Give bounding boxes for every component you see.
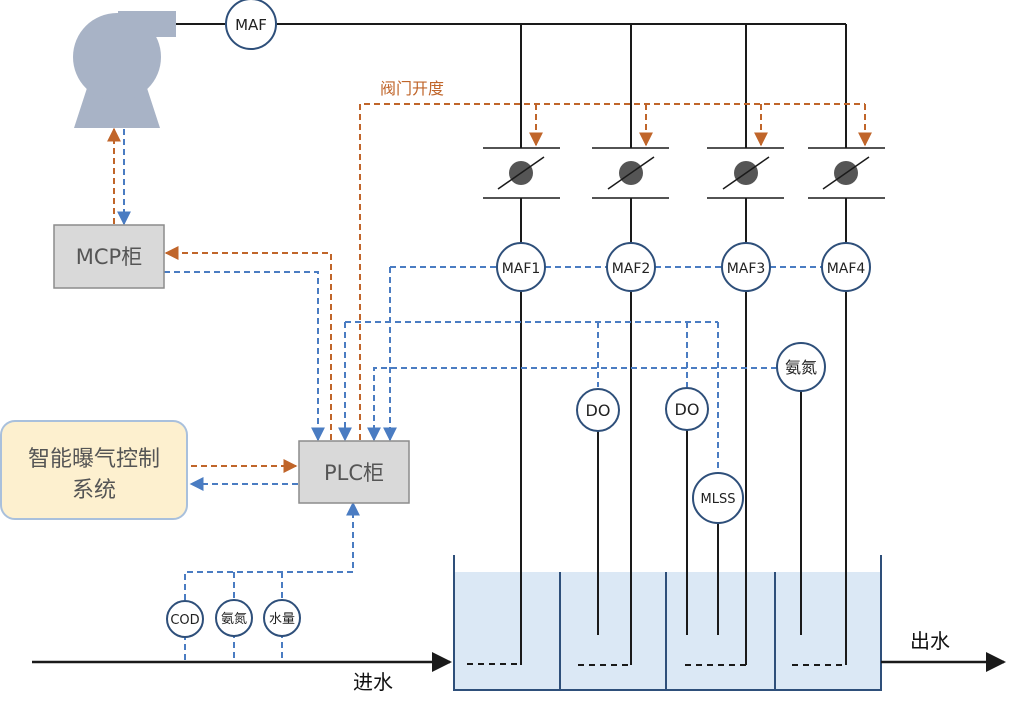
maf-meter-3: MAF3: [721, 242, 771, 292]
air-piping: [176, 23, 847, 665]
maf-meter-2: MAF2: [606, 242, 656, 292]
tank-water: [454, 572, 881, 690]
butterfly-valve-icon: [707, 147, 784, 199]
butterfly-valve-icon: [483, 147, 560, 199]
cod-label: COD: [170, 613, 199, 628]
mlss-sensor: MLSS: [692, 472, 744, 524]
main-maf-label: MAF: [235, 16, 267, 34]
inlet-flow-label: 水量: [269, 612, 295, 627]
orange-signal-lines: [107, 103, 872, 473]
do-sensor-1: DO: [576, 388, 620, 432]
maf-4-label: MAF4: [827, 261, 866, 277]
inlet-flow-sensor: 水量: [263, 599, 301, 637]
inflow-label: 进水: [353, 670, 393, 694]
intelligent-aeration-control-system: 智能曝气控制 系统: [0, 420, 188, 520]
ammonia-to-plc-signal: [367, 367, 777, 442]
do-sensor-2: DO: [665, 387, 709, 431]
valve-opening-bus: [359, 103, 865, 440]
outflow-label: 出水: [910, 629, 950, 653]
mcp-label: MCP柜: [76, 245, 142, 269]
maf-meter-1: MAF1: [496, 242, 546, 292]
butterfly-valve-icon: [592, 147, 669, 199]
water-flow: 进水 出水: [32, 629, 1006, 694]
maf-meter-4: MAF4: [821, 242, 871, 292]
maf-1-label: MAF1: [502, 261, 541, 277]
maf-3-label: MAF3: [727, 261, 766, 277]
plc-to-mcp-signal: [164, 246, 332, 440]
ammonia-label: 氨氮: [785, 358, 817, 377]
control-system-label-line2: 系统: [72, 478, 116, 503]
sensor-probes: [597, 390, 802, 635]
inlet-cod-sensor: COD: [166, 600, 204, 638]
mcp-cabinet: MCP柜: [53, 224, 165, 289]
aeration-tank: [453, 555, 882, 691]
mlss-label: MLSS: [701, 492, 736, 507]
plc-cabinet: PLC柜: [298, 440, 410, 504]
diffusers: [467, 663, 846, 666]
inlet-ammonia-label: 氨氮: [221, 612, 247, 627]
control-system-label-line1: 智能曝气控制: [28, 447, 160, 472]
tank-wall: [453, 555, 882, 691]
ammonia-sensor: 氨氮: [776, 342, 826, 392]
blower-icon: [73, 11, 176, 128]
valve-opening-label: 阀门开度: [380, 79, 444, 98]
do-1-label: DO: [586, 401, 611, 420]
inlet-ammonia-sensor: 氨氮: [215, 599, 253, 637]
mcp-to-plc-signal: [164, 271, 325, 442]
maf-2-label: MAF2: [612, 261, 651, 277]
plc-label: PLC柜: [324, 461, 384, 485]
main-maf-meter: MAF: [225, 0, 277, 50]
butterfly-valve-icon: [808, 147, 885, 199]
do-2-label: DO: [675, 400, 700, 419]
inlet-to-plc-signal: [184, 501, 360, 660]
